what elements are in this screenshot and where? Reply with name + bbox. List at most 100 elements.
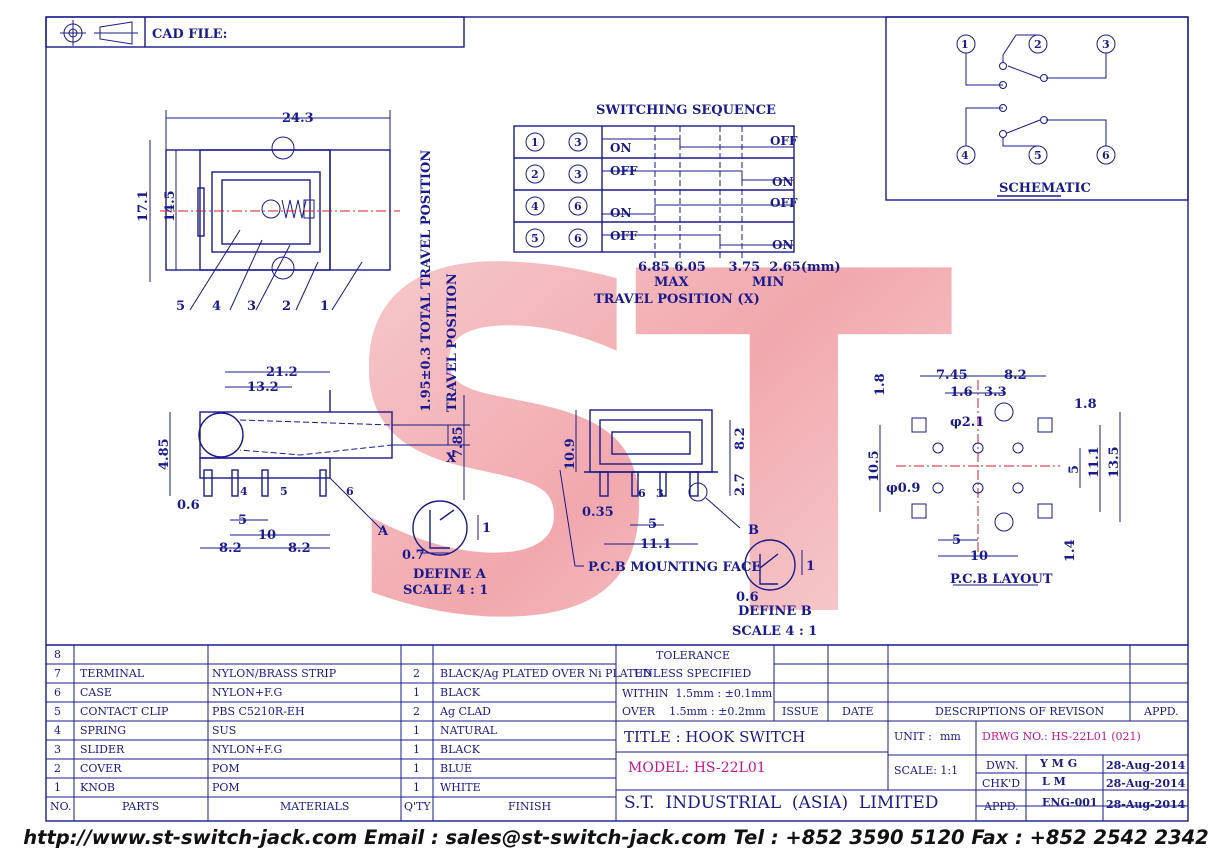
side-pin-5: 5 [280, 485, 288, 498]
front-dim-11-1: 11.1 [640, 537, 672, 552]
pcb-dim-10: 10 [970, 549, 988, 564]
define-a-detail [412, 500, 479, 556]
top-width-dim: 24.3 [282, 111, 314, 126]
model-number: MODEL: HS-22L01 [628, 760, 766, 776]
side-dim-21-2: 21.2 [266, 365, 298, 380]
front-dim-2-7: 2.7 [733, 473, 748, 496]
unit-value: mm [940, 730, 961, 743]
pcb-dim-8-2: 8.2 [1004, 368, 1027, 383]
tolerance-within: WITHIN 1.5mm : ±0.1mm [622, 687, 773, 700]
approved-date: 28-Aug-2014 [1106, 798, 1186, 811]
seq-row4-pin-b: 6 [574, 232, 582, 245]
side-pin-6: 6 [346, 485, 354, 498]
total-travel-label: 1.95±0.3 TOTAL TRAVEL POSITION [419, 150, 434, 412]
bom-qty: 1 [413, 743, 420, 756]
drawing-number: DRWG NO.: HS-22L01 (021) [982, 730, 1141, 743]
bom-no: 2 [54, 762, 61, 775]
bom-part: CONTACT CLIP [80, 705, 169, 718]
revision-desc-header: DESCRIPTIONS OF REVISON [935, 705, 1105, 718]
bom-part: COVER [80, 762, 122, 775]
pcb-dim-10-5: 10.5 [867, 450, 882, 482]
top-callout-2: 2 [282, 299, 291, 314]
issue-header: ISSUE [782, 705, 819, 718]
bom-material: POM [212, 762, 240, 775]
seq-row3-left: ON [610, 206, 631, 220]
st-watermark-logo: ST [335, 174, 997, 721]
seq-row4-pin-a: 5 [531, 232, 539, 245]
front-callout-b: B [748, 523, 759, 538]
travel-axis-label: TRAVEL POSITION (X) [594, 292, 760, 307]
define-a-dim-0-7: 0.7 [402, 548, 425, 563]
bom-finish: BLACK [440, 686, 480, 699]
unit-label: UNIT : [894, 730, 932, 743]
checked-by: L M [1042, 775, 1066, 788]
seq-row1-right: OFF [770, 134, 798, 148]
define-b-dim-1: 1 [806, 559, 815, 574]
side-dim-8-2-b: 8.2 [288, 541, 311, 556]
define-b-label: DEFINE B [738, 604, 812, 619]
pcb-dim-3-3: 3.3 [984, 385, 1007, 400]
bom-part: KNOB [80, 781, 115, 794]
diagram-labels: CAD FILE: SWITCHING SEQUENCE 1 3 ON OFF … [136, 27, 1122, 639]
bom-finish: BLACK [440, 743, 480, 756]
side-callout-a: A [377, 524, 389, 539]
tolerance-label: TOLERANCE [656, 649, 730, 662]
bom-header-parts: PARTS [122, 800, 160, 813]
drawing-title: TITLE : HOOK SWITCH [624, 728, 806, 746]
schem-pin-5: 5 [1034, 149, 1042, 162]
bom-finish: Ag CLAD [440, 705, 491, 718]
dwn-label: DWN. [986, 759, 1019, 772]
bom-no: 5 [54, 705, 61, 718]
seq-row3-right: OFF [770, 196, 798, 210]
bom-part: CASE [80, 686, 112, 699]
drawn-date: 28-Aug-2014 [1106, 759, 1186, 772]
define-a-label: DEFINE A [413, 567, 487, 582]
pcb-dim-11-1: 11.1 [1087, 446, 1102, 478]
bom-header-no: NO. [50, 800, 72, 813]
bom-material: POM [212, 781, 240, 794]
bom-header-materials: MATERIALS [280, 800, 350, 813]
checked-date: 28-Aug-2014 [1106, 777, 1186, 790]
define-b-dim-0-6: 0.6 [736, 590, 759, 605]
bom-finish: WHITE [440, 781, 481, 794]
top-callout-3: 3 [247, 299, 256, 314]
pcb-dim-phi-0-9: φ0.9 [886, 481, 920, 496]
pcb-dim-5-h: 5 [952, 533, 961, 548]
company-name: S.T. INDUSTRIAL (ASIA) LIMITED [624, 793, 939, 813]
bom-material: SUS [212, 724, 237, 737]
schem-pin-3: 3 [1102, 38, 1110, 51]
bom-qty: 1 [413, 724, 420, 737]
side-pin-4: 4 [240, 485, 248, 498]
top-callout-1: 1 [320, 299, 329, 314]
bom-qty: 2 [413, 705, 420, 718]
front-dim-5: 5 [648, 517, 657, 532]
pcb-dim-1-4: 1.4 [1063, 539, 1078, 562]
approved-by: ENG-001 [1042, 796, 1098, 809]
define-a-scale: SCALE 4 : 1 [403, 583, 488, 598]
sheet-border [45, 16, 1189, 822]
bom-finish: BLACK/Ag PLATED OVER Ni PLATED [440, 667, 652, 680]
top-callout-4: 4 [212, 299, 221, 314]
travel-max: MAX [654, 275, 689, 290]
pcb-dim-5-v: 5 [1067, 465, 1082, 474]
front-dim-10-9: 10.9 [563, 438, 578, 470]
side-dim-10: 10 [258, 528, 276, 543]
seq-row3-pin-a: 4 [531, 200, 539, 213]
top-height-2: 14.5 [163, 190, 178, 222]
bom-no: 7 [54, 667, 61, 680]
appd-header: APPD. [1144, 705, 1179, 718]
front-pin-6: 6 [638, 487, 646, 500]
svg-text:ST: ST [335, 174, 957, 721]
pcb-dim-1-8-b: 1.8 [1074, 397, 1097, 412]
seq-row2-right: ON [772, 175, 793, 189]
pcb-layout-drawing [879, 375, 1121, 586]
pcb-dim-7-45: 7.45 [936, 368, 968, 383]
side-x-label: X [446, 451, 457, 466]
side-dim-7-85: 7.85 [451, 426, 466, 458]
bom-qty: 1 [413, 762, 420, 775]
side-dim-0-6: 0.6 [177, 498, 200, 513]
top-callout-5: 5 [176, 299, 185, 314]
schematic-box [885, 16, 1189, 201]
front-view-drawing [559, 409, 741, 567]
